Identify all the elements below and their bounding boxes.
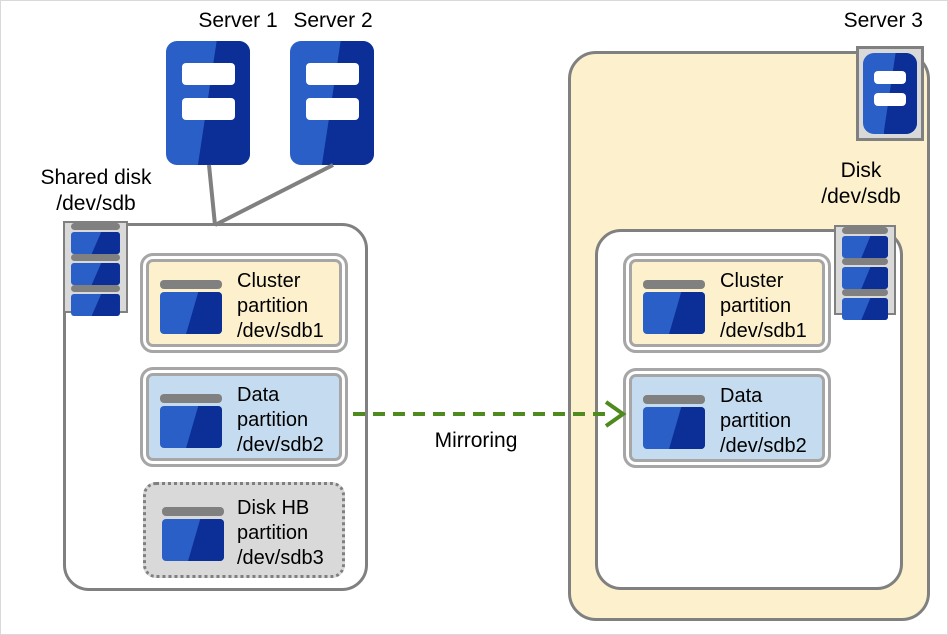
left-hb-line3: /dev/sdb3 — [237, 547, 324, 569]
right-cluster-line2: partition — [720, 295, 792, 317]
left-cluster-line2: partition — [237, 295, 309, 317]
right-drive-1 — [841, 227, 889, 258]
server1-icon — [166, 41, 250, 165]
left-hb-line2: partition — [237, 522, 309, 544]
mirroring-label: Mirroring — [434, 429, 518, 452]
left-data-line2: partition — [237, 409, 309, 431]
left-drive-2-cap — [71, 254, 120, 261]
right-drive-3-body — [841, 298, 889, 320]
server3-label: Server 3 — [843, 9, 923, 32]
right-drive-3 — [841, 289, 889, 320]
left-hb-disk-icon — [162, 507, 224, 561]
left-partition-disk-hb[interactable]: Disk HB partition /dev/sdb3 — [143, 482, 345, 578]
left-partition-data[interactable]: Data partition /dev/sdb2 — [140, 367, 348, 467]
server1-to-disk-connector — [207, 164, 217, 226]
left-drive-1 — [71, 223, 120, 254]
right-drive-1-cap — [841, 227, 889, 234]
left-drive-3-cap — [71, 285, 120, 292]
right-data-line2: partition — [720, 410, 792, 432]
left-drive-1-body — [71, 232, 120, 254]
right-partition-data[interactable]: Data partition /dev/sdb2 — [623, 368, 831, 468]
server2-label: Server 2 — [293, 9, 373, 32]
left-hb-line1: Disk HB — [237, 497, 310, 519]
left-partition-cluster[interactable]: Cluster partition /dev/sdb1 — [140, 253, 348, 353]
right-cluster-line3: /dev/sdb1 — [720, 320, 807, 342]
server1-icon-bar-top — [182, 63, 235, 85]
right-disk-label-line2: /dev/sdb — [821, 185, 901, 208]
server3-icon-bar-bottom — [874, 93, 906, 106]
right-partition-cluster[interactable]: Cluster partition /dev/sdb1 — [623, 253, 831, 353]
server2-icon-bar-top — [306, 63, 359, 85]
server2-to-disk-connector — [214, 163, 334, 227]
left-drive-2 — [71, 254, 120, 285]
left-drive-3-body — [71, 294, 120, 316]
server1-label: Server 1 — [198, 9, 278, 32]
right-drive-3-cap — [841, 289, 889, 296]
left-data-disk-icon — [160, 394, 222, 448]
server2-icon-bar-bottom — [306, 98, 359, 120]
left-disk-label-line1: Shared disk — [40, 166, 152, 189]
right-data-disk-icon — [643, 395, 705, 449]
right-cluster-line1: Cluster — [720, 270, 784, 292]
server3-icon-bar-top — [874, 71, 906, 84]
right-data-line1: Data — [720, 385, 763, 407]
left-disk-label-line2: /dev/sdb — [56, 192, 136, 215]
right-drive-1-body — [841, 236, 889, 258]
server3-icon — [863, 53, 917, 134]
right-cluster-disk-icon — [643, 280, 705, 334]
right-drive-2-cap — [841, 258, 889, 265]
right-data-line3: /dev/sdb2 — [720, 435, 807, 457]
left-data-line3: /dev/sdb2 — [237, 434, 324, 456]
right-disk-array-icon — [834, 225, 896, 320]
right-disk-label-line1: Disk — [840, 159, 882, 182]
left-data-line1: Data — [237, 384, 280, 406]
server1-icon-bar-bottom — [182, 98, 235, 120]
left-drive-2-body — [71, 263, 120, 285]
server2-icon — [290, 41, 374, 165]
left-cluster-line3: /dev/sdb1 — [237, 320, 324, 342]
right-drive-2 — [841, 258, 889, 289]
left-disk-array-icon — [63, 221, 128, 316]
left-drive-1-cap — [71, 223, 120, 230]
left-cluster-disk-icon — [160, 280, 222, 334]
left-drive-3 — [71, 285, 120, 316]
left-cluster-line1: Cluster — [237, 270, 301, 292]
right-drive-2-body — [841, 267, 889, 289]
